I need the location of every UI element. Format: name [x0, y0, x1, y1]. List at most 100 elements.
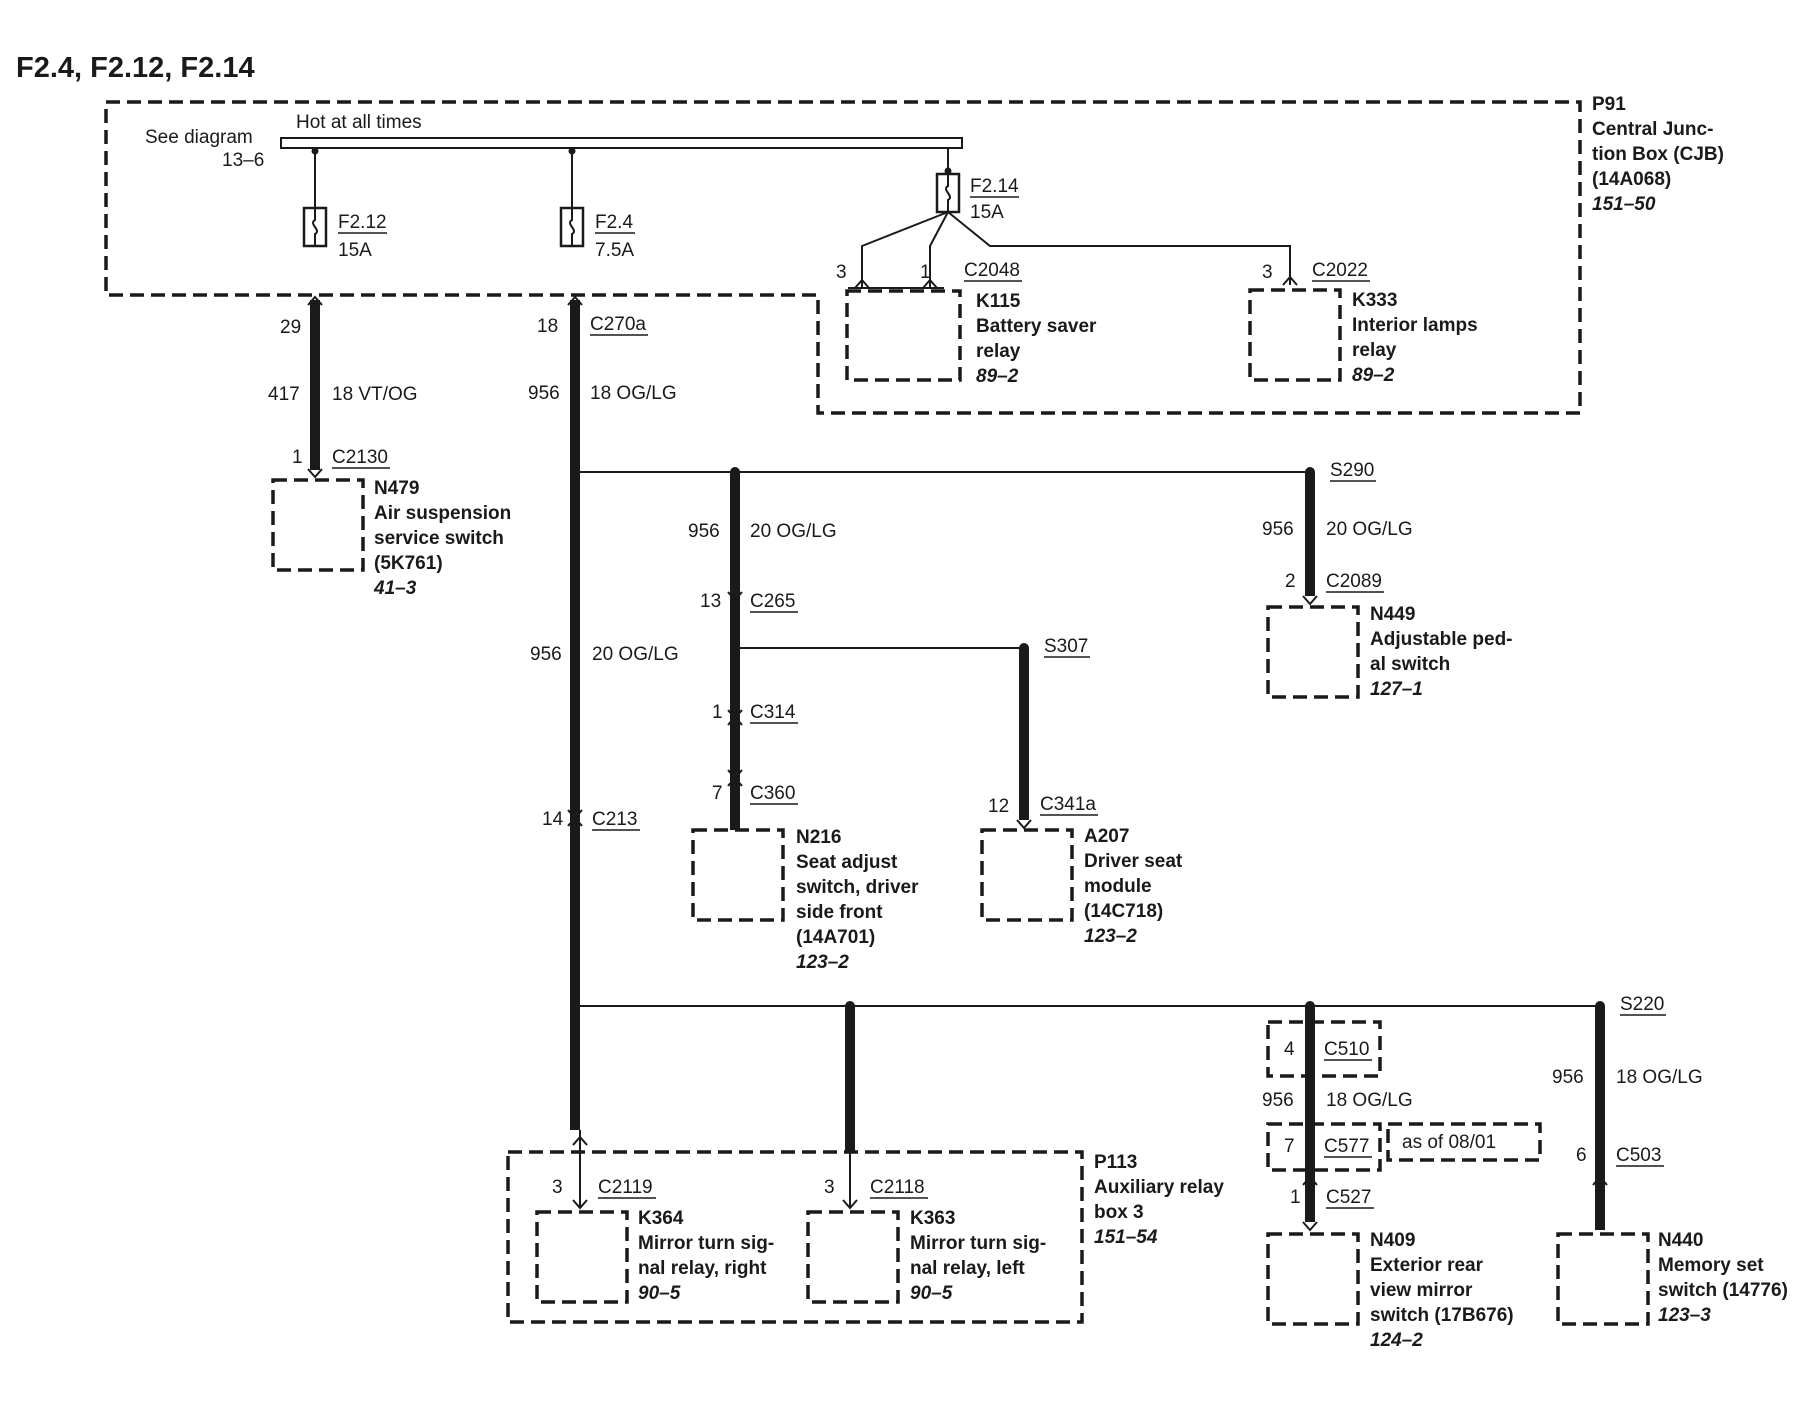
fuse-f212-element: [312, 208, 318, 246]
c510-pin: 4: [1284, 1039, 1295, 1060]
k115-pin1-arrow: [922, 278, 938, 289]
c527-arrow: [1302, 1175, 1318, 1186]
k115-line1: Battery saver: [976, 316, 1097, 337]
n479-line1: Air suspension: [374, 503, 511, 524]
n479-wire-label: 18 VT/OG: [332, 384, 418, 405]
c503-arrow: [1592, 1175, 1608, 1186]
k364-component: [535, 1210, 629, 1304]
k364-arrow: [572, 1199, 588, 1210]
k115-component: [845, 289, 962, 382]
n409-arrow: [1302, 1221, 1318, 1232]
a207-component: [980, 828, 1074, 922]
k363-line1: Mirror turn sig-: [910, 1233, 1046, 1254]
k115-pin3-wire: [861, 211, 949, 288]
c360-arrow-up: [727, 776, 743, 787]
c577-note: as of 08/01: [1402, 1132, 1496, 1153]
k363-pin: 3: [824, 1177, 835, 1198]
main-circuit2: 956: [530, 644, 562, 665]
k333-ref: 89–2: [1352, 365, 1395, 386]
k364-connector: C2119: [598, 1177, 653, 1198]
cjb-line2: tion Box (CJB): [1592, 144, 1724, 165]
n216-component: [691, 828, 785, 922]
s307-label: S307: [1044, 636, 1088, 657]
k364-arrow-up: [572, 1135, 588, 1146]
cjb-line3: (14A068): [1592, 169, 1671, 190]
a207-ref: 123–2: [1084, 926, 1137, 947]
n479-connector: C2130: [332, 447, 388, 468]
p113-ref: 151–54: [1094, 1227, 1158, 1248]
a207-connector: C341a: [1040, 794, 1096, 815]
c213-pin: 14: [542, 809, 564, 830]
fuse-f214-element: [945, 174, 951, 212]
k363-arrow: [842, 1199, 858, 1210]
k364-pin: 3: [552, 1177, 563, 1198]
n440-pin: 6: [1576, 1145, 1587, 1166]
fuse-f214-rating: 15A: [970, 202, 1004, 223]
k333-id: K333: [1352, 290, 1397, 311]
c213-connector: C213: [592, 809, 637, 830]
a207-arrow: [1016, 819, 1032, 830]
c314-arrow-down: [727, 709, 743, 720]
n216-line3: side front: [796, 902, 883, 923]
c527-pin: 1: [1290, 1187, 1301, 1208]
k115-pin-left: 3: [836, 262, 847, 283]
s290-label: S290: [1330, 460, 1374, 481]
n479-id: N479: [374, 478, 419, 499]
k364-ref: 90–5: [638, 1283, 681, 1304]
fuse-f212-name: F2.12: [338, 212, 387, 233]
c577-outline: [1266, 1122, 1382, 1172]
cjb-ref: 151–50: [1592, 194, 1656, 215]
k364-line1: Mirror turn sig-: [638, 1233, 774, 1254]
p113-outline: [506, 1150, 1084, 1324]
n479-top-arrow: [307, 295, 323, 306]
c527-connector: C527: [1326, 1187, 1371, 1208]
a207-line2: module: [1084, 876, 1152, 897]
k333-line1: Interior lamps: [1352, 315, 1478, 336]
f24-node: [568, 147, 576, 155]
p113-id: P113: [1094, 1152, 1137, 1173]
a207-id: A207: [1084, 826, 1129, 847]
c265-pin: 13: [700, 591, 721, 612]
n409-wire-label: 18 OG/LG: [1326, 1090, 1413, 1111]
main-pin-top: 18: [537, 316, 558, 337]
n409-line2: view mirror: [1370, 1280, 1473, 1301]
c510-outline: [1266, 1020, 1382, 1078]
k115-ref: 89–2: [976, 366, 1019, 387]
cjb-id: P91: [1592, 94, 1626, 115]
n409-line1: Exterior rear: [1370, 1255, 1484, 1276]
bus-see-ref: 13–6: [222, 150, 264, 171]
n479-circuit: 417: [268, 384, 300, 405]
main-splice-lower: [570, 1001, 580, 1011]
n409-ref: 124–2: [1370, 1330, 1423, 1351]
n440-ref: 123–3: [1658, 1305, 1711, 1326]
n409-circuit: 956: [1262, 1090, 1294, 1111]
fuse-f24-rating: 7.5A: [595, 240, 634, 261]
n449-connector: C2089: [1326, 571, 1382, 592]
k333-component: [1248, 288, 1342, 382]
s220-circuit: 956: [1552, 1067, 1584, 1088]
c213-arrow-up: [567, 816, 583, 827]
n449-component: [1266, 605, 1360, 699]
c314-connector: C314: [750, 702, 796, 723]
k363-connector: C2118: [870, 1177, 925, 1198]
k333-arrow: [1282, 275, 1298, 286]
c265-splice: [730, 643, 740, 653]
a207-line3: (14C718): [1084, 901, 1163, 922]
p113-line1: Auxiliary relay: [1094, 1177, 1224, 1198]
k363-line2: nal relay, left: [910, 1258, 1025, 1279]
c577-pin: 7: [1284, 1136, 1295, 1157]
diagram-title: F2.4, F2.12, F2.14: [16, 52, 255, 84]
main-wire-label: 18 OG/LG: [590, 383, 677, 404]
n409-id: N409: [1370, 1230, 1415, 1251]
n409-component: [1266, 1232, 1360, 1326]
bus-see-diagram: See diagram: [145, 127, 253, 148]
c314-pin: 1: [712, 702, 723, 723]
fuse-f212-rating: 15A: [338, 240, 372, 261]
k363-id: K363: [910, 1208, 955, 1229]
n449-id: N449: [1370, 604, 1415, 625]
n449-arrow: [1302, 595, 1318, 606]
n216-line2: switch, driver: [796, 877, 919, 898]
n479-ref: 41–3: [373, 578, 417, 599]
main-wire-label2: 20 OG/LG: [592, 644, 679, 665]
